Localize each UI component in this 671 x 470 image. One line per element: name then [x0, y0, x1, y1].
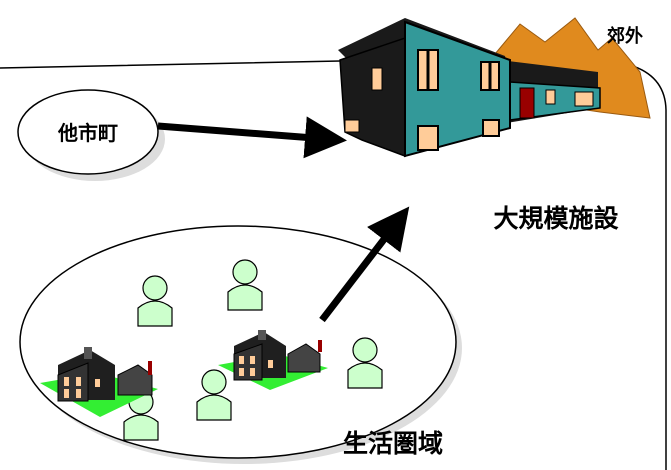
person-icon — [137, 275, 173, 327]
person-icon — [227, 259, 263, 311]
arrow-icon — [157, 116, 347, 159]
living-area-ellipse — [19, 225, 457, 459]
suburb-label: 郊外 — [607, 25, 643, 47]
other-city-label: 他市町 — [57, 121, 118, 145]
other-city-bubble — [17, 89, 159, 175]
large-building-icon — [338, 18, 601, 158]
living-area-label: 生活圏域 — [343, 429, 443, 458]
house-icon — [218, 330, 328, 390]
large-facility-label: 大規模施設 — [493, 204, 619, 233]
house-icon — [40, 347, 158, 417]
person-icon — [196, 369, 232, 421]
person-icon — [347, 337, 383, 389]
arrow-icon — [319, 206, 410, 323]
